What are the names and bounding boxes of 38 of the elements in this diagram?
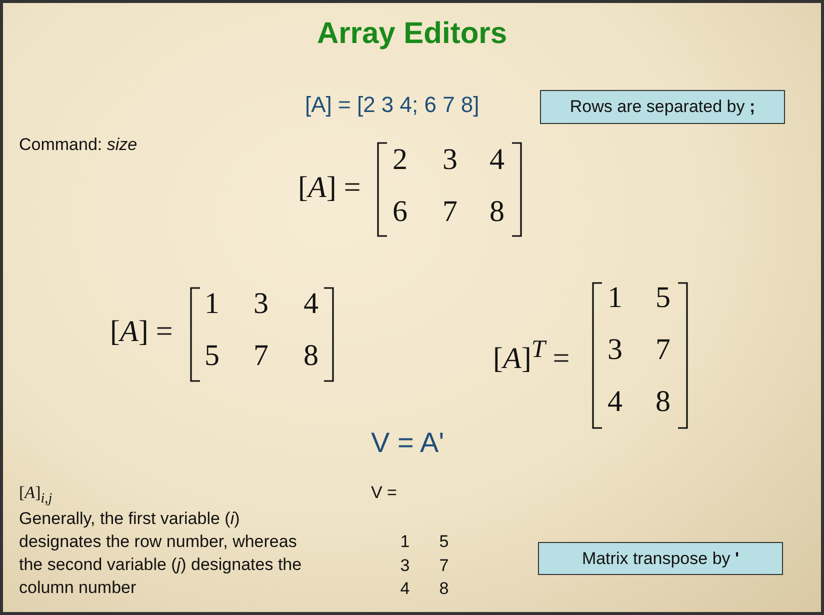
matrix-entry: 8 — [656, 385, 670, 419]
matrix-entry: 7 — [656, 333, 670, 367]
matrix-entry: 4 — [608, 385, 622, 419]
matrix-entry: 7 — [254, 339, 268, 373]
output-label: V = — [371, 483, 397, 503]
matrix-entry: 1 — [204, 287, 220, 321]
matrix-entry: 7 — [442, 195, 458, 229]
matrix-entry: 3 — [608, 333, 622, 367]
transpose-formula: V = A' — [371, 427, 444, 459]
note-text: Rows are separated by ; — [570, 97, 756, 117]
command-example: [A] = [2 3 4; 6 7 8] — [305, 92, 480, 118]
matrix-entry: 3 — [400, 556, 410, 576]
slide-title: Array Editors — [316, 17, 508, 51]
matrix-entry: 8 — [490, 195, 504, 229]
matrix-entry: 3 — [442, 143, 458, 177]
note-text: Matrix transpose by ' — [582, 548, 740, 568]
matrix-entry: 1 — [608, 281, 622, 315]
matrix-entry: 3 — [254, 287, 268, 321]
matrix-entry: 5 — [439, 532, 449, 552]
command-text: Command: size — [19, 135, 138, 155]
matrix-entry: 4 — [490, 143, 504, 177]
matrix-entry: 8 — [304, 339, 318, 373]
matrix-entry: 7 — [439, 556, 449, 576]
matrix-entry: 5 — [204, 339, 220, 373]
note-box — [540, 90, 785, 124]
matrix-entry: 8 — [439, 579, 449, 599]
matrix-entry: 4 — [304, 287, 318, 321]
matrix-entry: 5 — [656, 281, 670, 315]
matrix-entry: 1 — [400, 532, 410, 552]
transpose-name: [A]$^{T}$ = — [493, 336, 570, 376]
index-notation: [A]$_{i,j}$ — [19, 483, 52, 508]
matrix-name: [A] = — [110, 315, 173, 349]
matrix-entry: 4 — [400, 579, 410, 599]
matrix-entry: 6 — [392, 195, 408, 229]
matrix-name: [A] = — [298, 171, 361, 205]
matrix-entry: 2 — [392, 143, 408, 177]
explanation-text: Generally, the first variable (i) designates the row number, whereas the second variable (j) designates the column number — [19, 508, 303, 599]
note-box — [538, 542, 783, 575]
